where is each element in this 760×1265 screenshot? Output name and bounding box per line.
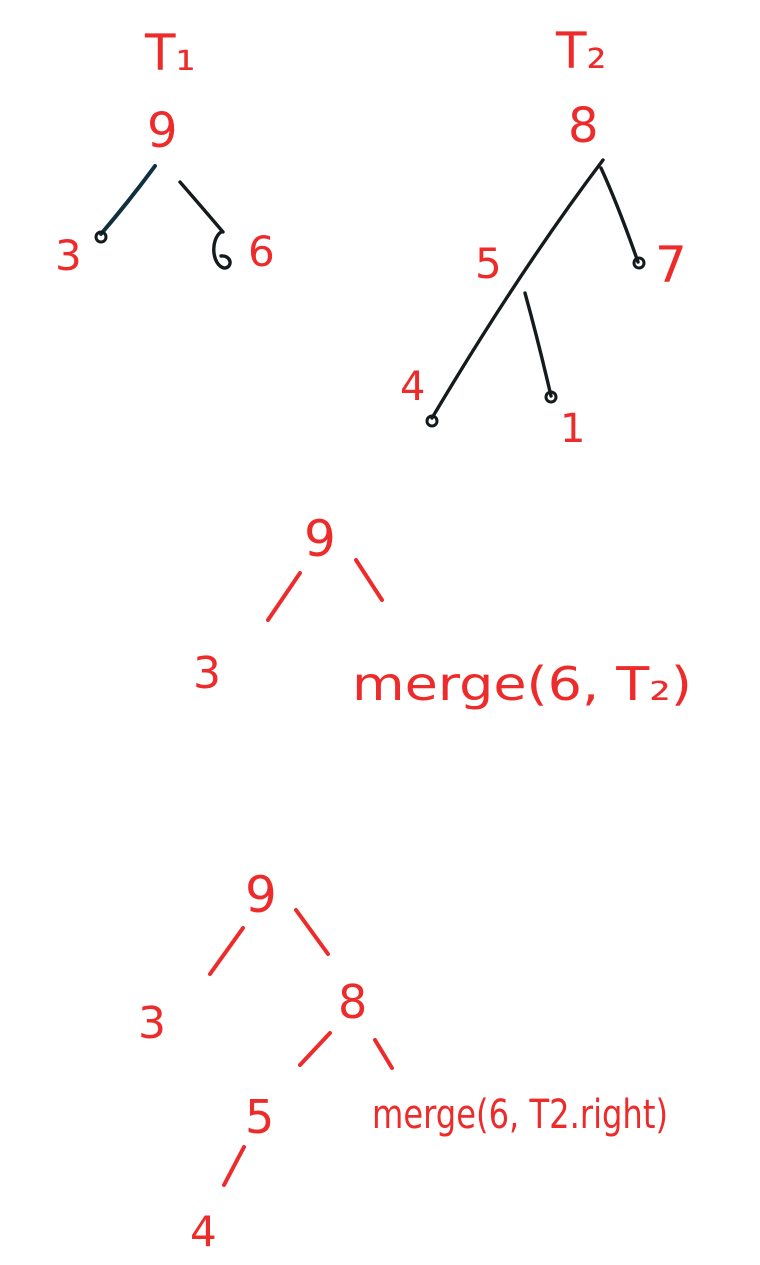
t2-right-edge (599, 166, 640, 264)
step1-root-node: 9 (304, 510, 336, 568)
tree-t2: T₂ 8 5 7 4 1 (400, 22, 687, 452)
t1-left-node: 3 (55, 231, 82, 280)
t2-left-right-edge (523, 291, 553, 398)
merge-step-1: 9 3 merge(6, T₂) (193, 510, 692, 711)
t2-title: T₂ (555, 22, 607, 80)
t2-left-right-node: 1 (560, 406, 585, 452)
step1-right-edge (354, 558, 384, 602)
merge-step-2: 9 3 8 5 merge(6, T2.right) 4 (138, 866, 668, 1256)
tree-t1: T₁ 9 3 6 (55, 24, 275, 280)
t2-root-node: 8 (568, 98, 599, 154)
t2-left-node: 5 (475, 239, 502, 288)
step2-right-node: 8 (338, 975, 367, 1029)
step1-left-node: 3 (193, 648, 221, 699)
step2-right-right-call: merge(6, T2.right) (372, 1092, 668, 1138)
step1-left-edge (266, 571, 302, 622)
step1-right-call: merge(6, T₂) (352, 657, 692, 711)
t2-left-edge (430, 158, 605, 420)
t1-right-leaf-dot (212, 230, 232, 270)
step2-right-left-left-node: 4 (190, 1207, 217, 1256)
t1-right-node: 6 (248, 227, 275, 276)
t1-root-node: 9 (147, 103, 178, 159)
step2-left-node: 3 (138, 998, 166, 1049)
step2-right-edge (294, 908, 330, 956)
t1-title: T₁ (144, 24, 196, 82)
step2-right-left-left-edge (222, 1145, 246, 1187)
t2-right-leaf-dot (632, 256, 646, 270)
step2-right-right-edge (373, 1038, 394, 1070)
t2-left-left-leaf-dot (425, 414, 439, 428)
step2-right-left-node: 5 (245, 1090, 274, 1144)
t2-left-left-node: 4 (400, 364, 425, 410)
t1-right-edge (178, 180, 225, 234)
t1-left-edge (99, 164, 157, 236)
step2-right-left-edge (298, 1031, 332, 1067)
t2-left-right-leaf-dot (544, 390, 558, 404)
step2-left-edge (208, 926, 245, 976)
t1-left-leaf-dot (94, 230, 108, 244)
t2-right-node: 7 (655, 236, 687, 294)
step2-root-node: 9 (245, 866, 277, 924)
